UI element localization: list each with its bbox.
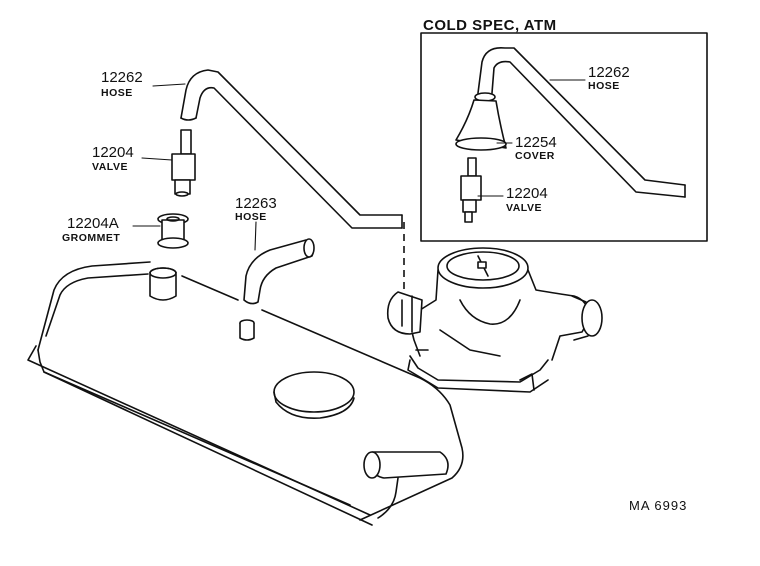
drawing-code: MA 6993 xyxy=(629,498,687,513)
inset-valve-12204 xyxy=(460,157,482,223)
cover-nipple xyxy=(239,319,255,341)
grommet-12204A xyxy=(157,213,189,249)
carburetor xyxy=(386,247,603,393)
cover-pcv-port xyxy=(149,267,177,301)
leader-hose-12263 xyxy=(254,221,257,251)
label-valve-12204-number: 12204 xyxy=(92,144,134,161)
inset-cover-12254 xyxy=(455,92,507,151)
label-hose-12263-name: HOSE xyxy=(235,211,267,223)
label-inset-hose-name: HOSE xyxy=(588,80,620,92)
leader-valve-12204 xyxy=(141,157,173,161)
inset-hose-12262 xyxy=(477,46,686,198)
hose-12263 xyxy=(243,238,315,305)
label-grommet-name: GROMMET xyxy=(62,232,120,244)
label-valve-12204-name: VALVE xyxy=(92,161,128,173)
hose-12262 xyxy=(180,69,403,229)
label-grommet-number: 12204A xyxy=(67,215,119,232)
valve-12204 xyxy=(171,129,196,197)
label-hose-12262-number: 12262 xyxy=(101,69,143,86)
label-hose-12262-name: HOSE xyxy=(101,87,133,99)
label-inset-valve-name: VALVE xyxy=(506,202,542,214)
label-inset-hose-number: 12262 xyxy=(588,64,630,81)
leader-hose-12262 xyxy=(152,83,186,87)
label-inset-cover-number: 12254 xyxy=(515,134,557,151)
label-inset-cover-name: COVER xyxy=(515,150,555,162)
inset-title: COLD SPEC, ATM xyxy=(423,17,557,34)
inset-frame xyxy=(420,32,708,242)
label-hose-12263-number: 12263 xyxy=(235,195,277,212)
front-outlet-pipe xyxy=(363,451,449,519)
label-inset-valve-number: 12204 xyxy=(506,185,548,202)
oil-filler-cap xyxy=(273,371,355,413)
